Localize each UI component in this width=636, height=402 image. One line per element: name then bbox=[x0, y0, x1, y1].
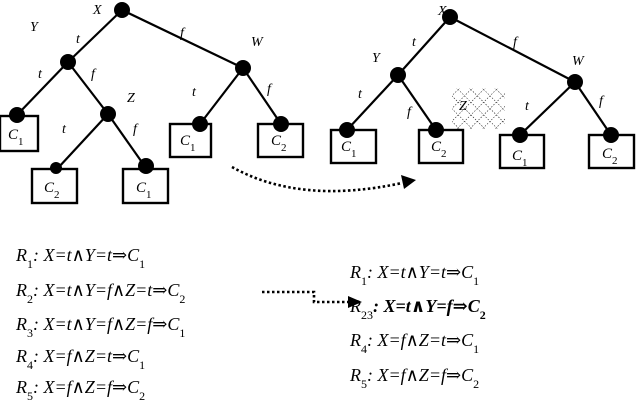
pruned-node-z-hatch bbox=[452, 88, 505, 129]
right-edge-x-y bbox=[397, 16, 451, 76]
right-rules-list: R1: X=t∧Y=t⇒C1 R23: X=t∧Y=f⇒C2 R4: X=f∧Z… bbox=[349, 262, 486, 391]
left-edge-y-z-label: f bbox=[91, 67, 97, 82]
right-rule-23-merged: R23: X=t∧Y=f⇒C2 bbox=[349, 296, 486, 322]
left-tree: X Y Z W t f t f t f t f C1 C2 C1 C1 C2 bbox=[0, 2, 305, 205]
rules-merge-arrow bbox=[262, 290, 362, 308]
left-node-x bbox=[114, 2, 130, 18]
left-node-z bbox=[100, 106, 116, 122]
left-edge-y-leaf1-label: t bbox=[38, 67, 43, 82]
left-node-y-label: Y bbox=[30, 20, 40, 35]
right-edge-y-leaf1-label: t bbox=[358, 87, 363, 102]
right-node-w-label: W bbox=[572, 54, 585, 69]
right-leaf-label-3: C1 bbox=[512, 148, 528, 169]
right-edge-w-leaf4-label: f bbox=[599, 94, 605, 109]
rules-merge-arrowhead-icon bbox=[348, 296, 362, 308]
left-edge-y-leaf1 bbox=[16, 61, 69, 116]
left-rule-2: R2: X=t∧Y=f∧Z=t⇒C2 bbox=[15, 280, 185, 306]
right-leaf-dot-3 bbox=[512, 127, 528, 143]
left-node-w bbox=[235, 60, 251, 76]
left-edge-z-leaf3 bbox=[107, 113, 147, 169]
left-leaf-box-3 bbox=[121, 167, 170, 205]
left-leaf-dot-4 bbox=[192, 116, 208, 132]
left-leaf-dot-2 bbox=[50, 162, 62, 174]
right-rule-5: R5: X=f∧Z=f⇒C2 bbox=[349, 365, 479, 391]
right-node-y bbox=[390, 67, 406, 83]
left-rule-3: R3: X=t∧Y=f∧Z=f⇒C1 bbox=[15, 314, 185, 340]
right-edge-x-w bbox=[449, 16, 576, 83]
right-leaf-label-2: C2 bbox=[431, 139, 447, 160]
right-edge-y-leaf1 bbox=[346, 74, 399, 131]
left-edge-z-leaf3-label: f bbox=[133, 122, 139, 137]
right-leaf-dot-1 bbox=[339, 122, 355, 138]
right-edge-w-leaf4 bbox=[574, 81, 612, 136]
left-leaf-dot-5 bbox=[273, 116, 289, 132]
right-node-y-label: Y bbox=[372, 51, 382, 66]
right-edge-y-leaf2 bbox=[397, 74, 437, 131]
left-edge-x-w bbox=[121, 9, 244, 69]
right-node-x bbox=[442, 9, 458, 25]
left-edge-x-y bbox=[67, 9, 123, 63]
left-edge-w-leaf5-label: f bbox=[267, 82, 273, 97]
right-tree: Z X Y W t f t f t f C1 C2 C1 bbox=[329, 4, 636, 170]
rules-merge-arrow-path bbox=[262, 290, 350, 304]
left-leaf-label-2: C2 bbox=[44, 180, 60, 201]
right-leaf-label-4: C2 bbox=[602, 146, 618, 167]
right-edge-x-w-label: f bbox=[513, 35, 519, 50]
left-leaf-dot-1 bbox=[9, 107, 25, 123]
left-edge-w-leaf5 bbox=[242, 67, 282, 125]
tree-transform-arrowhead-icon bbox=[401, 175, 416, 189]
left-leaf-label-1: C1 bbox=[8, 127, 24, 148]
left-node-w-label: W bbox=[251, 35, 264, 50]
tree-transform-arrow bbox=[231, 165, 416, 193]
left-edge-z-leaf2 bbox=[57, 113, 109, 169]
right-leaf-label-1: C1 bbox=[341, 139, 357, 160]
left-edge-w-leaf4 bbox=[199, 67, 244, 125]
pruned-node-z-label: Z bbox=[459, 99, 467, 114]
left-edge-w-leaf4-label: t bbox=[192, 85, 197, 100]
left-leaf-box-2 bbox=[30, 167, 79, 205]
right-edge-w-leaf3 bbox=[519, 81, 576, 136]
left-edge-x-w-label: f bbox=[180, 26, 186, 41]
left-edge-x-y-label: t bbox=[76, 32, 81, 47]
left-leaf-label-3: C1 bbox=[136, 180, 152, 201]
left-node-y bbox=[60, 54, 76, 70]
left-leaf-label-4: C1 bbox=[180, 133, 196, 154]
left-node-x-label: X bbox=[92, 3, 102, 18]
right-edge-w-leaf3-label: t bbox=[525, 99, 530, 114]
right-edge-y-leaf2-label: f bbox=[407, 105, 413, 120]
tree-transform-arrow-path bbox=[231, 165, 403, 193]
left-rules-list: R1: X=t∧Y=t⇒C1 R2: X=t∧Y=f∧Z=t⇒C2 R3: X=… bbox=[15, 245, 185, 402]
left-rule-4: R4: X=f∧Z=t⇒C1 bbox=[15, 346, 145, 372]
left-rule-5: R5: X=f∧Z=f⇒C2 bbox=[15, 377, 145, 402]
right-node-x-label: X bbox=[437, 4, 447, 19]
right-node-w bbox=[567, 74, 583, 90]
right-edge-x-y-label: t bbox=[412, 35, 417, 50]
left-edge-y-z bbox=[67, 61, 109, 115]
right-leaf-dot-4 bbox=[603, 127, 619, 143]
left-rule-1: R1: X=t∧Y=t⇒C1 bbox=[15, 245, 145, 271]
left-leaf-label-5: C2 bbox=[271, 133, 287, 154]
left-node-z-label: Z bbox=[127, 91, 135, 106]
right-leaf-dot-2 bbox=[428, 122, 444, 138]
left-leaf-dot-3 bbox=[138, 158, 154, 174]
left-edge-z-leaf2-label: t bbox=[62, 122, 67, 137]
right-rule-4: R4: X=f∧Z=t⇒C1 bbox=[349, 330, 479, 356]
right-rule-1: R1: X=t∧Y=t⇒C1 bbox=[349, 262, 479, 288]
